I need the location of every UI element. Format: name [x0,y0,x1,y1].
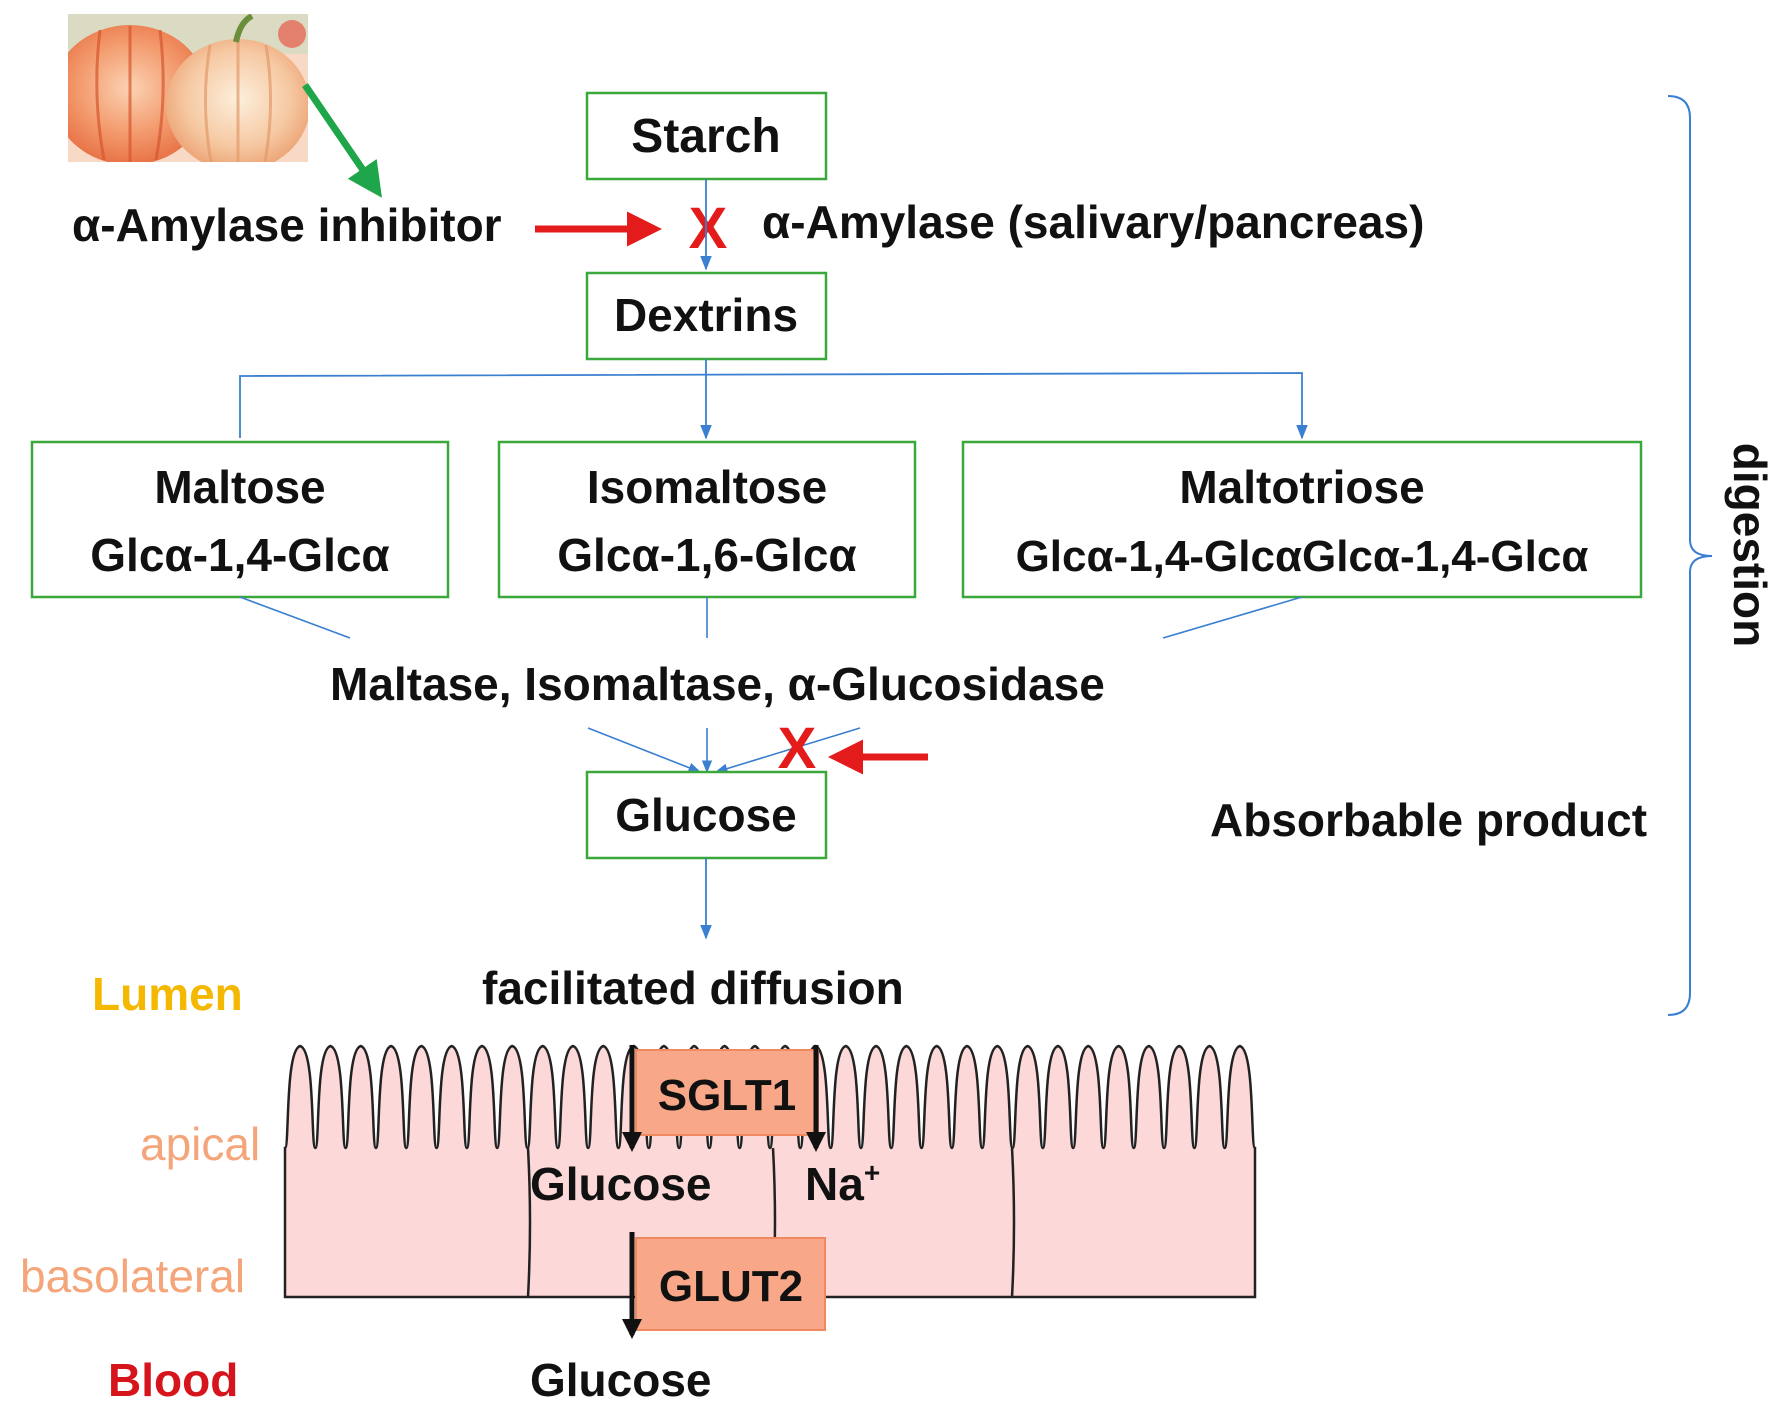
svg-text:SGLT1: SGLT1 [658,1071,797,1120]
svg-text:Glcα-1,4-Glcα: Glcα-1,4-Glcα [90,529,389,581]
maltotriose-node: Maltotriose Glcα-1,4-GlcαGlcα-1,4-Glcα [961,440,1643,599]
svg-text:Isomaltose: Isomaltose [587,461,827,513]
lumen-label: Lumen [92,968,243,1020]
inhibit-mark-1: X [689,196,728,261]
split-connector [239,359,1308,440]
cell-boundary [526,1147,532,1298]
enzyme2-label: Maltase, Isomaltase, α-Glucosidase [330,658,1105,710]
cell-boundary [1010,1147,1016,1298]
apical-label: apical [140,1118,260,1170]
convergence-lines [239,596,1303,639]
sodium-label: Na+ [805,1157,880,1210]
basolateral-label: basolateral [20,1250,245,1302]
maltose-node: Maltose Glcα-1,4-Glcα [30,440,450,599]
svg-text:Glucose: Glucose [615,789,797,841]
source-arrow [302,83,382,198]
enzyme-to-glucose-arrows [587,727,861,774]
svg-text:Glcα-1,4-GlcαGlcα-1,4-Glcα: Glcα-1,4-GlcαGlcα-1,4-Glcα [1016,532,1589,581]
diffusion-label: facilitated diffusion [482,962,904,1014]
sglt1-transporter: SGLT1 [635,1049,819,1136]
svg-text:GLUT2: GLUT2 [659,1262,803,1311]
svg-text:Dextrins: Dextrins [614,289,798,341]
glut2-transporter: GLUT2 [635,1237,826,1331]
inhibit-mark-2: X [778,716,817,781]
pumpkin-photo-icon [68,14,308,162]
isomaltose-node: Isomaltose Glcα-1,6-Glcα [497,440,917,599]
digestion-label: digestion [1724,443,1776,647]
glucose-out-label: Glucose [530,1354,712,1406]
dextrins-node: Dextrins [585,271,828,361]
intestinal-epithelium [283,1044,1257,1299]
svg-text:Maltose: Maltose [154,461,325,513]
blood-label: Blood [108,1354,238,1406]
absorbable-label: Absorbable product [1210,794,1647,846]
svg-text:Glcα-1,6-Glcα: Glcα-1,6-Glcα [557,529,856,581]
inhibitor-label: α-Amylase inhibitor [72,199,502,251]
enzyme1-label: α-Amylase (salivary/pancreas) [762,196,1424,248]
svg-text:Maltotriose: Maltotriose [1179,461,1424,513]
starch-node: Starch [585,91,828,181]
glucose-node: Glucose [585,770,828,860]
svg-text:Starch: Starch [631,110,780,163]
digestion-bracket [1667,95,1713,1016]
glucose-in-label: Glucose [530,1158,712,1210]
